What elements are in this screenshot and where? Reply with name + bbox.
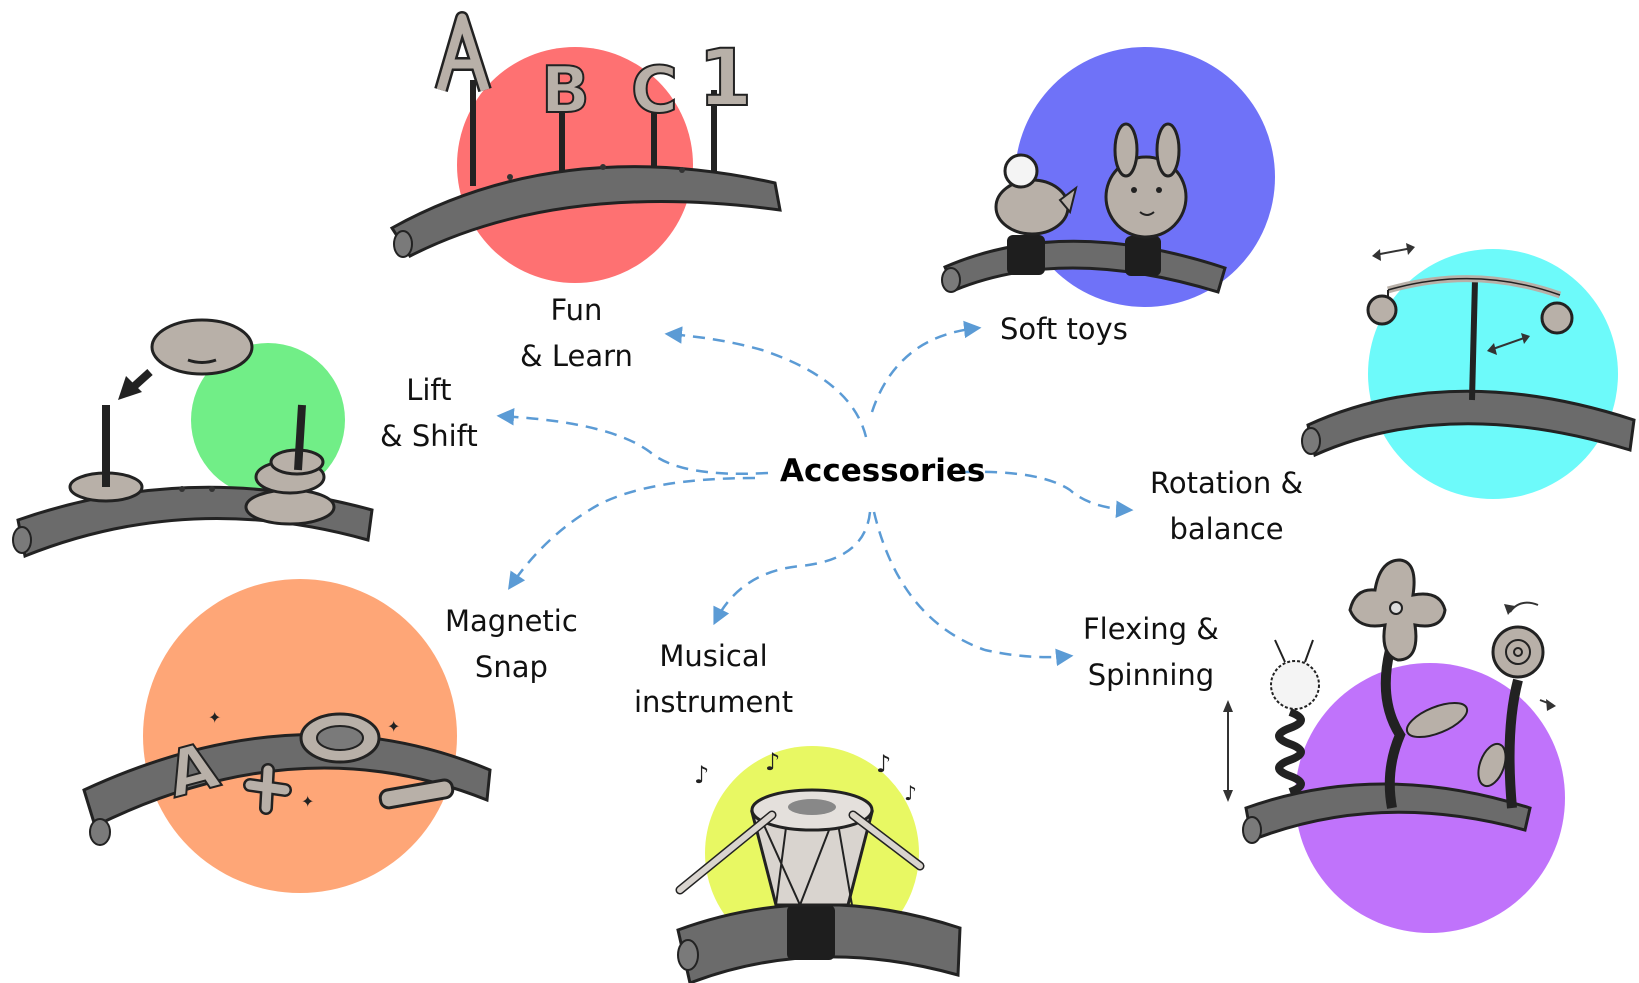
- soft-toys-label: Soft toys: [1000, 306, 1128, 352]
- fun-learn-label-line-1: Fun: [550, 293, 603, 327]
- fun-learn-letter-c: C: [631, 54, 678, 128]
- fun-learn-label: Fun & Learn: [520, 287, 633, 379]
- soft-toys-sketch: [941, 122, 1227, 294]
- connector-arrows: [496, 320, 1134, 667]
- flexing-spinning-label: Flexing & Spinning: [1083, 606, 1219, 698]
- arrow-to-magnetic-snap: [508, 476, 756, 590]
- fun-learn-digit-1: 1: [698, 34, 752, 124]
- flexing-spinning-label-line-1: Flexing &: [1083, 612, 1219, 646]
- arrow-to-soft-toys: [870, 320, 982, 413]
- arrow-to-flexing-spinning: [872, 511, 1074, 667]
- arrow-to-musical-instrument: [713, 511, 872, 626]
- svg-text:♪: ♪: [694, 761, 709, 789]
- musical-instrument-label-line-2: instrument: [634, 685, 794, 719]
- fun-learn-label-line-2: & Learn: [520, 339, 633, 373]
- rotation-balance-label-line-1: Rotation &: [1150, 466, 1304, 500]
- svg-text:✦: ✦: [208, 708, 221, 727]
- center-label: Accessories: [780, 453, 986, 489]
- rotation-balance-sketch: [1301, 243, 1636, 458]
- arrow-to-fun-learn: [664, 326, 868, 438]
- svg-text:♪: ♪: [904, 781, 917, 805]
- musical-instrument-label-line-1: Musical: [659, 639, 768, 673]
- lift-shift-label: Lift & Shift: [380, 367, 478, 459]
- svg-text:♪: ♪: [765, 748, 780, 776]
- svg-text:✦: ✦: [387, 717, 400, 736]
- flexing-spinning-label-line-2: Spinning: [1087, 658, 1215, 692]
- rotation-balance-label-line-2: balance: [1169, 512, 1284, 546]
- arrow-to-rotation-balance: [964, 470, 1134, 519]
- svg-text:♪: ♪: [876, 750, 891, 778]
- soft-toys-label-line-1: Soft toys: [1000, 312, 1128, 346]
- lift-shift-label-line-1: Lift: [406, 373, 452, 407]
- fun-learn-circle: [457, 47, 693, 283]
- musical-instrument-sketch: ♪ ♪ ♪ ♪: [675, 748, 962, 983]
- fun-learn-letter-b: B: [541, 54, 590, 128]
- arrow-to-lift-shift: [496, 408, 769, 476]
- lift-shift-label-line-2: & Shift: [380, 419, 478, 453]
- lift-shift-sketch: [12, 318, 374, 559]
- magnetic-snap-label-line-1: Magnetic: [445, 604, 578, 638]
- magnetic-snap-label-line-2: Snap: [474, 650, 548, 684]
- svg-text:✦: ✦: [301, 792, 314, 811]
- rotation-balance-label: Rotation & balance: [1150, 460, 1303, 552]
- magnetic-snap-label: Magnetic Snap: [445, 598, 578, 690]
- musical-instrument-label: Musical instrument: [634, 633, 793, 725]
- flexing-spinning-sketch: [1223, 558, 1556, 844]
- fun-learn-sketch: B C 1: [389, 11, 782, 258]
